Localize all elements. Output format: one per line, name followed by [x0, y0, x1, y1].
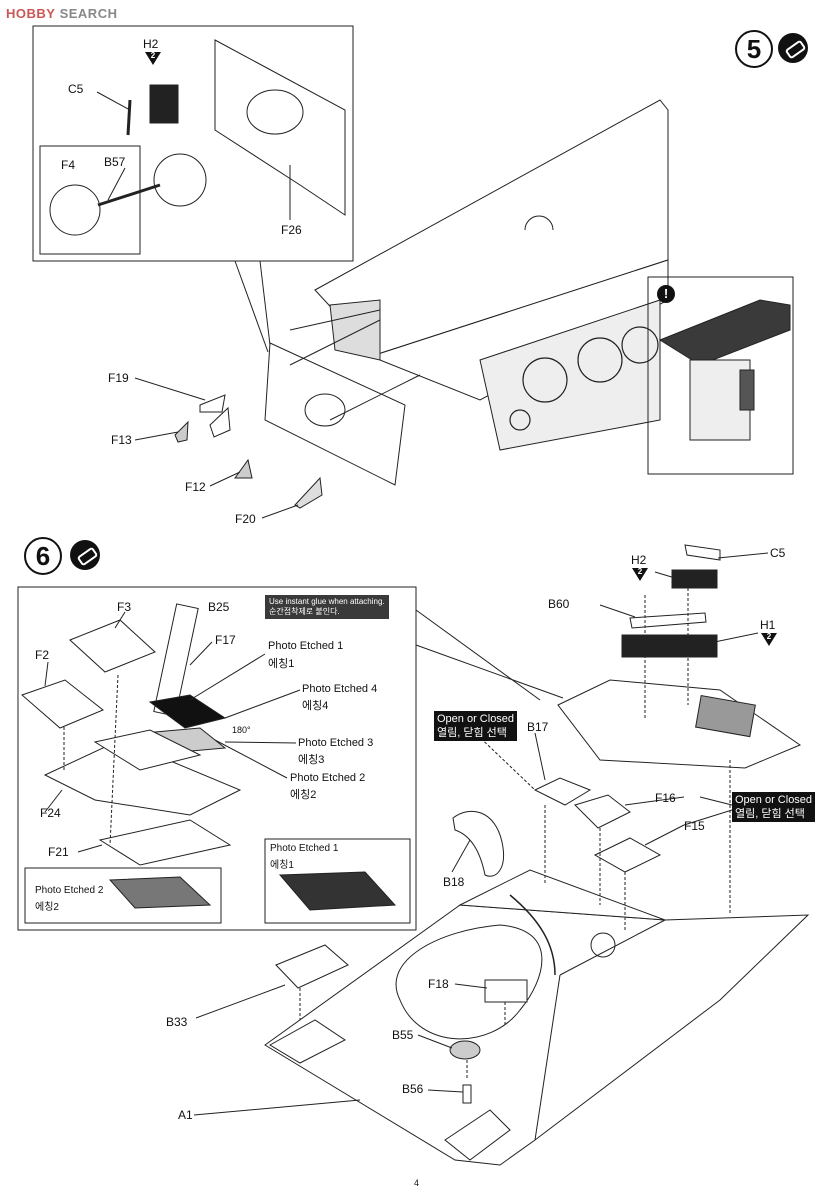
rotation-label: 180° — [232, 725, 251, 735]
part-label-f20: F20 — [235, 512, 256, 526]
glue-note: Use instant glue when attaching. 순간접착제로 … — [265, 595, 389, 619]
pe4-label-kr: 에칭4 — [302, 700, 329, 712]
part-label-f24: F24 — [40, 806, 61, 820]
watermark-brand: HOBBY — [6, 6, 56, 21]
pe3-label: Photo Etched 3 — [298, 737, 374, 749]
part-label-f18: F18 — [428, 977, 449, 991]
pe1-label: Photo Etched 1 — [268, 640, 344, 652]
caution-icon: ! — [657, 285, 675, 303]
open-closed-en: Open or Closed — [735, 794, 813, 806]
open-closed-tag: Open or Closed 열림, 닫힘 선택 — [732, 792, 816, 822]
part-label-b60: B60 — [548, 597, 570, 611]
quantity-badge: 2 — [632, 567, 648, 581]
inset-pe2-label: Photo Etched 2 — [35, 885, 104, 896]
part-label-f12: F12 — [185, 480, 206, 494]
glue-icon — [778, 33, 808, 63]
part-label-f13: F13 — [111, 433, 132, 447]
inset-pe1-label: Photo Etched 1 — [270, 843, 339, 854]
badge-count: 2 — [766, 632, 772, 641]
inset-pe1-label-kr: 에칭1 — [270, 860, 294, 871]
part-label-a1: A1 — [178, 1108, 193, 1122]
quantity-badge: 2 — [145, 51, 161, 65]
part-label-c5: C5 — [770, 546, 786, 560]
pe2-label: Photo Etched 2 — [290, 772, 366, 784]
step6-pe2-inset — [24, 867, 222, 924]
part-label-b18: B18 — [443, 875, 465, 889]
page-number: 4 — [414, 1178, 420, 1188]
part-label-f4: F4 — [61, 158, 76, 172]
part-label-h2: H2 — [143, 37, 159, 51]
badge-count: 2 — [150, 51, 156, 60]
glue-note-en: Use instant glue when attaching. — [269, 597, 385, 606]
step5-detail-box — [32, 25, 354, 262]
pe3-label-kr: 에칭3 — [298, 754, 325, 766]
step5-wheel-inset — [39, 145, 141, 255]
part-label-f3: F3 — [117, 600, 132, 614]
part-label-f19: F19 — [108, 371, 129, 385]
pe2-label-kr: 에칭2 — [290, 789, 317, 801]
part-label-b55: B55 — [392, 1028, 414, 1042]
glue-note-kr: 순간접착제로 붙인다. — [269, 607, 340, 616]
part-label-b25: B25 — [208, 600, 230, 614]
part-label-f16: F16 — [655, 791, 676, 805]
step6-number: 6 — [24, 537, 62, 575]
pe4-label: Photo Etched 4 — [302, 683, 378, 695]
part-label-f17: F17 — [215, 633, 236, 647]
step6-pe1-inset — [264, 838, 411, 924]
pe1-label-kr: 에칭1 — [268, 658, 295, 670]
part-label-h1: H1 — [760, 618, 776, 632]
step6-detail-box — [17, 586, 417, 931]
open-closed-tag: Open or Closed 열림, 닫힘 선택 — [434, 711, 518, 741]
part-label-b56: B56 — [402, 1082, 424, 1096]
part-label-f2: F2 — [35, 648, 50, 662]
glue-icon — [70, 540, 100, 570]
step5-caution-box — [647, 276, 794, 475]
quantity-badge: 2 — [761, 632, 777, 646]
open-closed-kr: 열림, 닫힘 선택 — [735, 808, 805, 820]
watermark-suffix: SEARCH — [59, 6, 118, 21]
part-label-b17: B17 — [527, 720, 549, 734]
part-label-h2: H2 — [631, 553, 647, 567]
part-label-f21: F21 — [48, 845, 69, 859]
step5-number: 5 — [735, 30, 773, 68]
part-label-f26: F26 — [281, 223, 302, 237]
badge-count: 2 — [637, 567, 643, 576]
part-label-b33: B33 — [166, 1015, 188, 1029]
open-closed-en: Open or Closed — [437, 713, 515, 725]
part-label-b57: B57 — [104, 155, 126, 169]
open-closed-kr: 열림, 닫힘 선택 — [437, 727, 507, 739]
watermark-logo: HOBBY SEARCH — [6, 6, 117, 21]
inset-pe2-label-kr: 에칭2 — [35, 902, 59, 913]
part-label-f15: F15 — [684, 819, 705, 833]
part-label-c5: C5 — [68, 82, 84, 96]
